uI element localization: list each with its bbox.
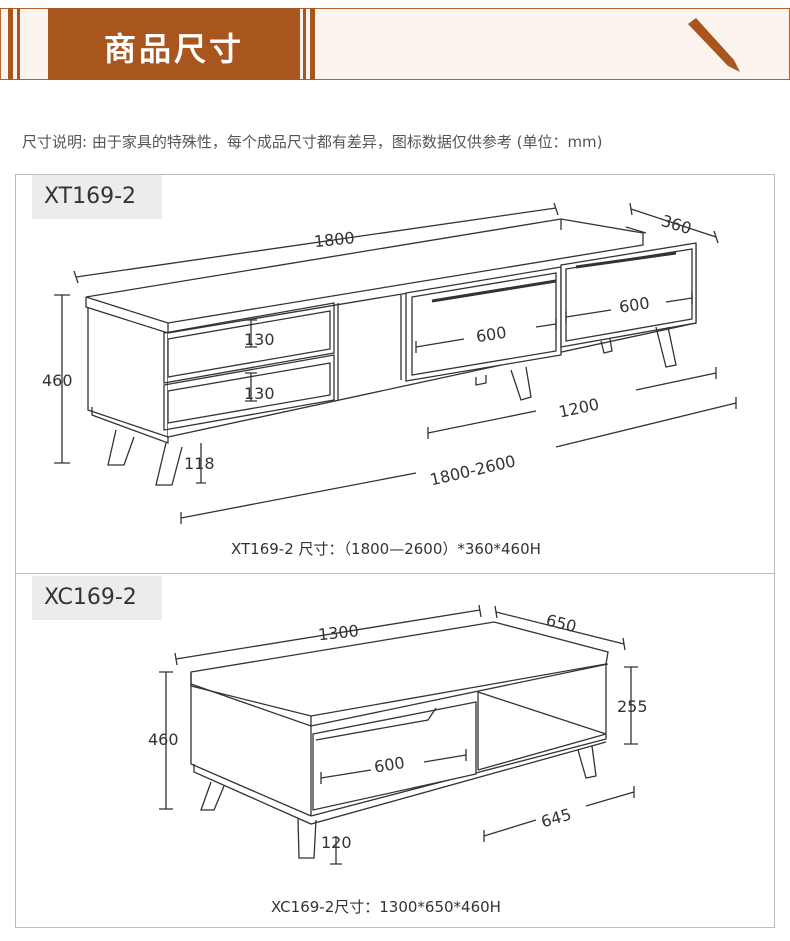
dim-depth: 650 xyxy=(544,610,578,636)
header-stripe xyxy=(310,8,315,80)
dim-length: 1800 xyxy=(313,228,355,251)
header-stripe xyxy=(8,8,13,80)
coffee-table-drawing: 1300 650 460 255 600 645 120 xyxy=(148,604,648,865)
dim-drawer-height-1: 130 xyxy=(244,330,275,349)
pencil-icon xyxy=(688,18,740,72)
tv-stand-panel: XT169-2 xyxy=(15,174,775,574)
dim-leg-height: 118 xyxy=(184,454,215,473)
coffee-table-caption: XC169-2尺寸：1300*650*460H xyxy=(271,898,501,916)
size-note: 尺寸说明: 由于家具的特殊性，每个成品尺寸都有差异，图标数据仅供参考 (单位：m… xyxy=(22,133,603,151)
header-stripe xyxy=(303,8,306,80)
tv-stand-drawing: 1800 360 460 130 130 600 600 118 1200 18… xyxy=(42,202,737,524)
header-stripe xyxy=(17,8,20,80)
dim-height: 460 xyxy=(42,371,73,390)
dim-extend-range: 1800-2600 xyxy=(428,451,517,489)
dim-open-height: 255 xyxy=(617,697,648,716)
model-tag: XT169-2 xyxy=(32,175,162,219)
dim-drawer-width-2: 600 xyxy=(618,293,651,317)
dim-base-span: 1200 xyxy=(557,394,601,421)
dim-drawer-width: 600 xyxy=(373,753,406,777)
dim-length: 1300 xyxy=(317,621,359,644)
section-title: 商品尺寸 xyxy=(48,8,300,80)
dim-depth: 360 xyxy=(659,211,694,238)
dim-height: 460 xyxy=(148,730,179,749)
model-tag: XC169-2 xyxy=(32,576,162,620)
dim-leg-height: 120 xyxy=(321,833,352,852)
dim-leg-span: 645 xyxy=(539,805,574,832)
dim-drawer-height-2: 130 xyxy=(244,384,275,403)
coffee-table-panel: XC169-2 1300 650 460 255 600 64 xyxy=(15,573,775,928)
section-title-text: 商品尺寸 xyxy=(103,30,244,68)
dim-drawer-width-1: 600 xyxy=(475,323,508,347)
tv-stand-caption: XT169-2 尺寸：（1800—2600）*360*460H xyxy=(231,540,541,558)
